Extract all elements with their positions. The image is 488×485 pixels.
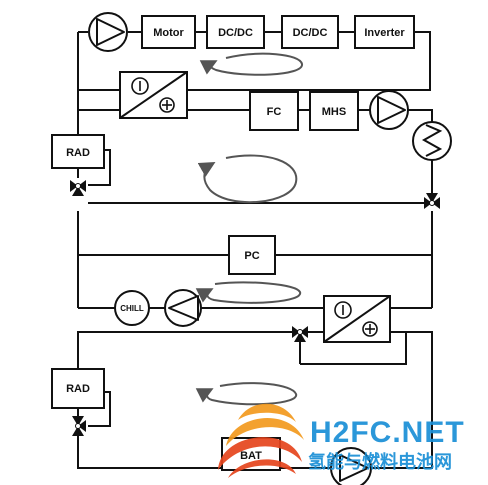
dcdc-converter-1: DC/DC (206, 15, 265, 49)
three-way-valve-icon (292, 326, 308, 342)
dcdc-converter-2: DC/DC (281, 15, 339, 49)
radiator-top-box: RAD (51, 134, 105, 169)
flow-direction-arrow (195, 382, 297, 406)
dcdc-1-label: DC/DC (218, 27, 253, 39)
mhs-box: MHS (309, 91, 359, 131)
pump-icon (164, 289, 202, 327)
flame-logo-icon (218, 403, 304, 478)
motor-box: Motor (141, 15, 196, 49)
pc-box: PC (228, 235, 276, 275)
three-way-valve-icon (424, 193, 440, 209)
radiator-bottom-box: RAD (51, 368, 105, 409)
inverter-label: Inverter (364, 27, 405, 39)
three-way-valve-icon (72, 416, 86, 436)
watermark-tagline: 氢能与燃料电池网 (308, 451, 452, 472)
pc-label: PC (244, 250, 259, 262)
power-converter-icon (323, 295, 391, 343)
site-watermark: H2FC.NET 氢能与燃料电池网 (218, 403, 465, 478)
flow-direction-arrow (199, 52, 303, 76)
pump-icon (88, 12, 128, 52)
fuel-cell-box: FC (249, 91, 299, 131)
motor-label: Motor (153, 27, 184, 39)
inverter-box: Inverter (354, 15, 415, 49)
battery-label: BAT (240, 450, 262, 462)
three-way-valve-icon (70, 180, 86, 196)
chiller: CHILL (114, 290, 150, 326)
watermark-brand: H2FC.NET (310, 416, 465, 449)
power-converter-icon (119, 71, 188, 119)
pump-icon (330, 447, 372, 485)
fc-label: FC (267, 106, 282, 118)
rad-bottom-label: RAD (66, 383, 90, 395)
dcdc-2-label: DC/DC (293, 27, 328, 39)
chill-label: CHILL (120, 304, 144, 313)
heat-exchanger-icon (412, 121, 452, 161)
mhs-label: MHS (322, 106, 346, 118)
pump-icon (369, 90, 409, 130)
flow-direction-arrow (197, 154, 298, 204)
rad-top-label: RAD (66, 147, 90, 159)
flow-direction-arrow (195, 281, 302, 304)
